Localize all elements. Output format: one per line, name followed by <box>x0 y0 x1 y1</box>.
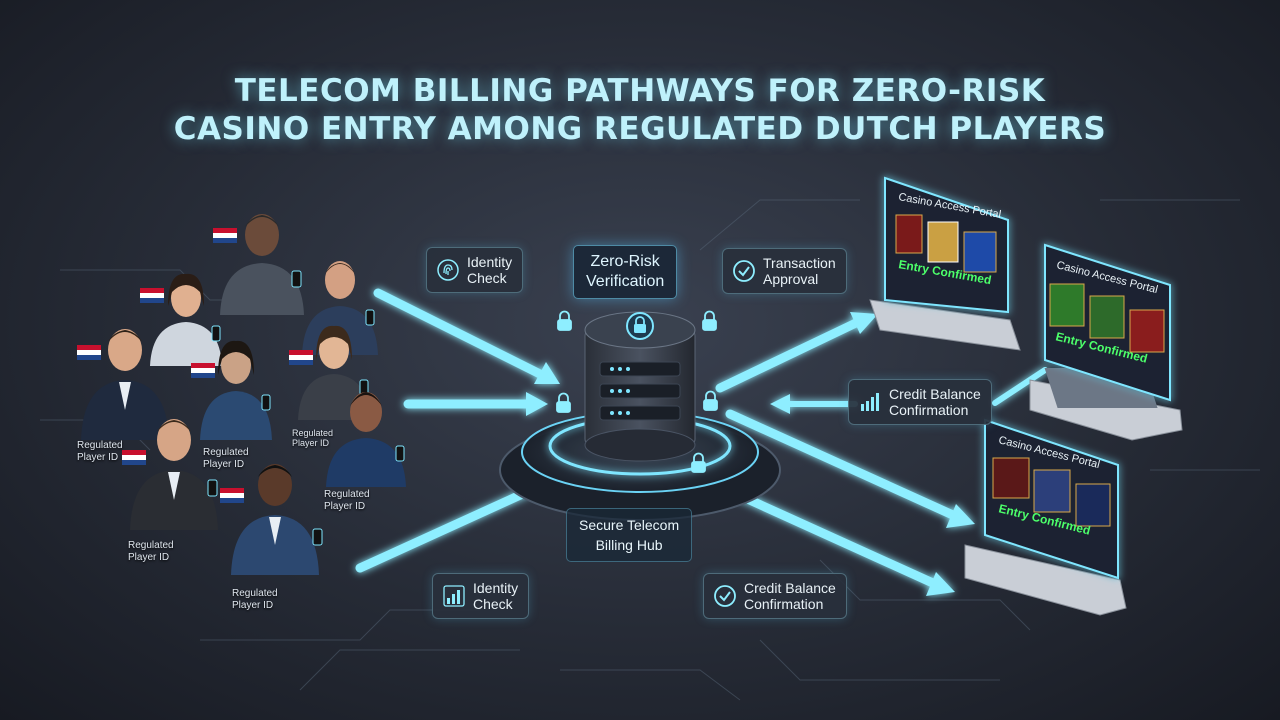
player-id-label: Regulated Player ID <box>292 428 333 448</box>
dutch-flag-icon <box>122 450 146 465</box>
dutch-flag-icon <box>140 288 164 303</box>
label-line2: Player ID <box>203 459 245 470</box>
arrowhead <box>534 362 560 384</box>
label-line1: Regulated <box>324 489 370 500</box>
page-title: TELECOM BILLING PATHWAYS FOR ZERO-RISK C… <box>0 72 1280 148</box>
dutch-flag-icon <box>289 350 313 365</box>
label-line1: Regulated <box>292 428 334 438</box>
lock-icon <box>703 390 718 411</box>
player-id-label: Regulated Player ID <box>232 588 278 612</box>
hub-bottom-line1: Secure Telecom <box>579 517 680 533</box>
portal-2: Casino Access Portal Entry Confirmed <box>1029 243 1183 441</box>
hub-top-line1: Zero-Risk <box>590 253 660 270</box>
identity-check-chip-bottom: Identity Check <box>432 573 530 619</box>
arrow-hub-to-portal-1 <box>715 317 863 393</box>
dutch-flag-icon <box>220 488 244 503</box>
bar-chart-icon <box>861 393 879 411</box>
arrowhead <box>946 504 975 528</box>
chip-line2: Check <box>467 270 507 286</box>
dutch-flag-icon <box>191 363 215 378</box>
chip-line1: Credit Balance <box>889 386 981 402</box>
player-figure <box>81 329 169 440</box>
chip-line1: Transaction <box>763 255 836 271</box>
fingerprint-icon <box>437 259 459 281</box>
chip-line1: Identity <box>467 254 513 270</box>
arrow-players-to-hub-3 <box>355 481 545 573</box>
label-line2: Player ID <box>128 552 170 563</box>
arrowhead <box>526 392 548 416</box>
label-line1: Regulated <box>77 440 123 451</box>
player-id-label: Regulated Player ID <box>203 447 249 471</box>
label-line1: Regulated <box>128 540 174 551</box>
chip-line2: Approval <box>763 271 819 287</box>
bar-chart-icon <box>443 585 465 607</box>
dutch-flag-icon <box>213 228 237 243</box>
title-line-2: CASINO ENTRY AMONG REGULATED DUTCH PLAYE… <box>173 111 1107 147</box>
label-line2: Player ID <box>77 452 119 463</box>
chip-line1: Identity <box>473 580 519 596</box>
lock-icon <box>702 310 717 331</box>
credit-balance-chip-bottom: Credit Balance Confirmation <box>703 573 847 619</box>
players-group <box>77 214 406 575</box>
arrowhead <box>850 312 878 334</box>
arrowhead <box>770 394 790 414</box>
hub-top-line2: Verification <box>586 273 665 290</box>
credit-balance-chip-right: Credit Balance Confirmation <box>848 379 992 425</box>
player-id-label: Regulated Player ID <box>77 440 123 464</box>
label-line2: Player ID <box>232 600 274 611</box>
label-line1: Regulated <box>203 447 249 458</box>
player-figure <box>220 214 304 315</box>
chip-line2: Check <box>473 596 513 612</box>
player-figure <box>326 392 406 487</box>
portal-3: Casino Access Portal Entry Confirmed <box>964 418 1127 616</box>
arrowhead <box>926 572 955 596</box>
portal-1: Casino Access Portal Entry Confirmed <box>869 176 1021 351</box>
chip-line1: Credit Balance <box>744 580 836 596</box>
chip-line2: Confirmation <box>889 402 969 418</box>
secure-telecom-hub-label: Secure Telecom Billing Hub <box>566 508 693 562</box>
padlock-icons <box>556 310 718 473</box>
lock-icon <box>691 452 706 473</box>
zero-risk-verification-label: Zero-Risk Verification <box>573 245 678 299</box>
hub-bottom-line2: Billing Hub <box>595 537 663 553</box>
player-figure <box>231 464 323 575</box>
chip-line2: Confirmation <box>744 596 824 612</box>
dutch-flag-icon <box>77 345 101 360</box>
player-figure <box>150 273 222 366</box>
player-figure <box>200 340 272 440</box>
identity-check-chip-top: Identity Check <box>426 247 524 293</box>
arrow-portal2-to-credit <box>992 367 1048 406</box>
lock-icon <box>626 312 654 340</box>
label-line2: Player ID <box>324 501 366 512</box>
player-figure <box>130 419 218 530</box>
check-badge-icon <box>714 585 736 607</box>
player-id-label: Regulated Player ID <box>324 489 370 513</box>
check-badge-icon <box>733 260 755 282</box>
player-id-label: Regulated Player ID <box>128 540 174 564</box>
dutch-flag-icons <box>77 228 313 503</box>
transaction-approval-chip: Transaction Approval <box>722 248 847 294</box>
label-line2: Player ID <box>292 438 330 448</box>
label-line1: Regulated <box>232 588 278 599</box>
lock-icon <box>556 392 571 413</box>
lock-icon <box>557 310 572 331</box>
title-line-1: TELECOM BILLING PATHWAYS FOR ZERO-RISK <box>234 73 1046 109</box>
arrow-players-to-hub-1 <box>373 288 553 383</box>
arrow-hub-to-portal-3 <box>725 409 960 521</box>
